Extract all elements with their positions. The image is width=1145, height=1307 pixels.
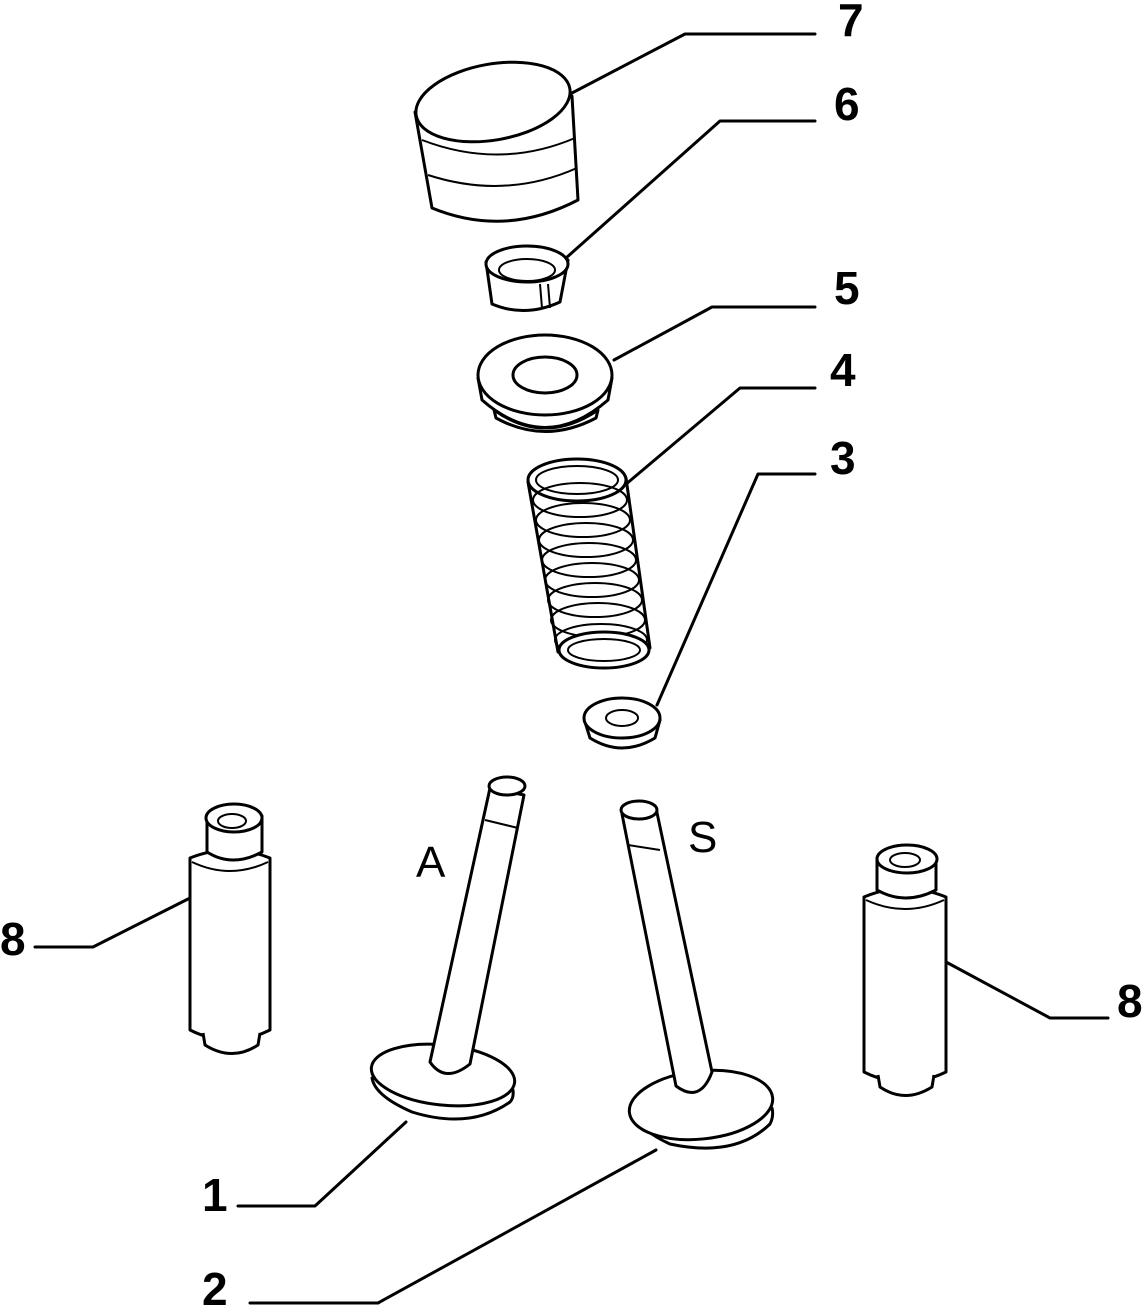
retainer-part-5 <box>476 333 614 433</box>
leader-3 <box>655 472 817 707</box>
callout-6: 6 <box>834 78 860 130</box>
leader-5 <box>612 305 817 362</box>
callout-1: 1 <box>202 1169 228 1221</box>
intake-tag: A <box>416 838 446 887</box>
leader-8-left <box>33 896 192 949</box>
callout-5: 5 <box>834 262 860 314</box>
callout-8-right: 8 <box>1117 975 1143 1027</box>
intake-valve-part-1 <box>369 775 527 1121</box>
exhaust-tag: S <box>688 813 717 862</box>
leader-6 <box>564 119 817 260</box>
callout-4: 4 <box>830 344 856 396</box>
leader-1 <box>236 1120 408 1208</box>
callout-7: 7 <box>838 0 864 46</box>
exhaust-valve-part-2 <box>619 799 775 1150</box>
leader-8-right <box>944 960 1110 1020</box>
callout-2: 2 <box>202 1263 228 1307</box>
callout-3: 3 <box>830 432 856 484</box>
leader-lines <box>33 32 1110 1305</box>
collet-part-6 <box>484 244 570 313</box>
callout-8-left: 8 <box>0 913 26 965</box>
valve-guide-left-part-8 <box>188 802 272 1055</box>
spring-part-4 <box>526 457 652 670</box>
leader-7 <box>570 32 817 95</box>
leader-4 <box>623 386 817 487</box>
leader-2 <box>248 1148 658 1305</box>
valve-guide-right-part-8 <box>862 843 948 1097</box>
tappet-part-7 <box>413 60 580 223</box>
stem-seal-part-3 <box>582 696 662 750</box>
